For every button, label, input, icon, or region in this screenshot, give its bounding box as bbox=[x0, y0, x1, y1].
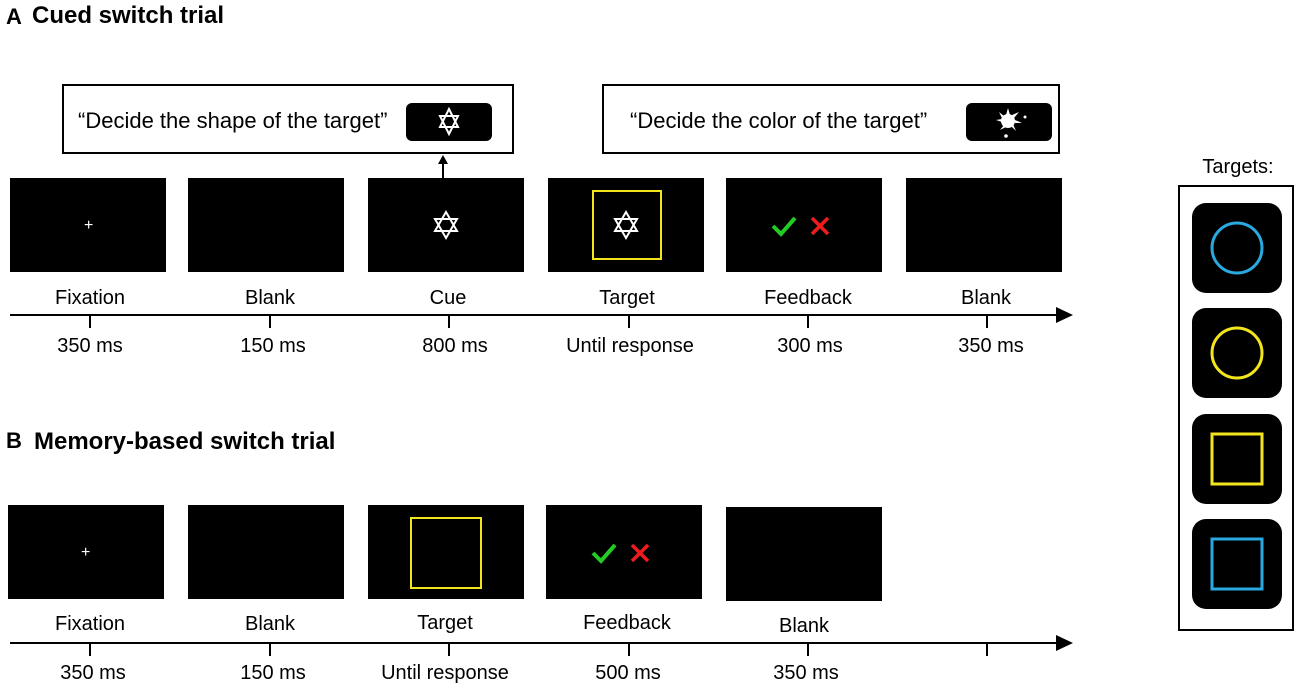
timeline-b-arrowhead bbox=[1056, 635, 1073, 651]
timeline-tick bbox=[807, 314, 809, 328]
timeline-tick bbox=[89, 314, 91, 328]
cue-color-text: “Decide the color of the target” bbox=[630, 108, 928, 133]
cross-icon bbox=[630, 543, 650, 563]
event-label: Cue bbox=[429, 287, 467, 309]
duration-label: 150 ms bbox=[240, 662, 306, 684]
cue-shape-text: “Decide the shape of the target” bbox=[78, 108, 388, 133]
fixation-cross-icon: + bbox=[84, 217, 94, 234]
target-blue-circle bbox=[1192, 203, 1282, 293]
event-label: Blank bbox=[244, 613, 296, 635]
screen-b-target bbox=[368, 505, 524, 599]
duration-label: 350 ms bbox=[57, 335, 123, 357]
check-icon bbox=[591, 543, 617, 564]
screen-a-fixation: + bbox=[10, 178, 166, 272]
event-label: Blank bbox=[960, 287, 1012, 309]
event-label: Blank bbox=[778, 615, 830, 637]
timeline-tick bbox=[448, 314, 450, 328]
timeline-tick bbox=[628, 314, 630, 328]
event-label: Target bbox=[417, 612, 473, 634]
screen-b-blank-1 bbox=[188, 505, 344, 599]
targets-panel bbox=[1178, 185, 1294, 631]
event-label: Feedback bbox=[764, 287, 852, 309]
target-square-frame bbox=[410, 517, 482, 589]
duration-label: 150 ms bbox=[240, 335, 306, 357]
timeline-tick bbox=[89, 642, 91, 656]
cross-icon bbox=[810, 216, 830, 236]
panel-b-letter: B bbox=[6, 428, 22, 453]
timeline-tick bbox=[807, 642, 809, 656]
cue-arrow bbox=[438, 155, 448, 181]
duration-label: 300 ms bbox=[777, 335, 843, 357]
screen-a-blank-2 bbox=[906, 178, 1062, 272]
screen-a-blank-1 bbox=[188, 178, 344, 272]
event-label: Fixation bbox=[54, 613, 126, 635]
screen-a-target bbox=[548, 178, 704, 272]
fixation-cross-icon: + bbox=[81, 544, 91, 561]
screen-a-feedback bbox=[726, 178, 882, 272]
timeline-b-axis bbox=[10, 642, 1060, 644]
duration-label: 350 ms bbox=[60, 662, 126, 684]
duration-label: 800 ms bbox=[422, 335, 488, 357]
timeline-a-arrowhead bbox=[1056, 307, 1073, 323]
timeline-tick bbox=[448, 642, 450, 656]
event-label: Blank bbox=[244, 287, 296, 309]
screen-b-feedback bbox=[546, 505, 702, 599]
timeline-tick bbox=[269, 314, 271, 328]
paint-splat-icon bbox=[966, 103, 1052, 141]
targets-title: Targets: bbox=[1202, 156, 1274, 178]
cue-shape-box: “Decide the shape of the target” bbox=[62, 84, 514, 154]
cue-color-box: “Decide the color of the target” bbox=[602, 84, 1060, 154]
hexagram-icon bbox=[406, 103, 492, 141]
panel-a-title: Cued switch trial bbox=[32, 2, 225, 29]
screen-b-blank-2 bbox=[726, 507, 882, 601]
duration-label: 350 ms bbox=[958, 335, 1024, 357]
timeline-tick bbox=[986, 642, 988, 656]
timeline-tick bbox=[269, 642, 271, 656]
timeline-tick bbox=[628, 642, 630, 656]
duration-label: 350 ms bbox=[773, 662, 839, 684]
hexagram-icon bbox=[433, 210, 459, 240]
check-icon bbox=[771, 216, 797, 237]
panel-a-letter: A bbox=[6, 4, 22, 29]
target-blue-square bbox=[1192, 519, 1282, 609]
screen-b-fixation: + bbox=[8, 505, 164, 599]
target-square-frame bbox=[592, 190, 662, 260]
event-label: Fixation bbox=[54, 287, 126, 309]
timeline-tick bbox=[986, 314, 988, 328]
event-label: Target bbox=[599, 287, 655, 309]
target-yellow-square bbox=[1192, 414, 1282, 504]
screen-a-cue bbox=[368, 178, 524, 272]
target-yellow-circle bbox=[1192, 308, 1282, 398]
duration-label: Until response bbox=[381, 662, 509, 684]
hexagram-icon bbox=[613, 210, 639, 240]
event-label: Feedback bbox=[583, 612, 671, 634]
duration-label: 500 ms bbox=[595, 662, 661, 684]
timeline-a-axis bbox=[10, 314, 1060, 316]
duration-label: Until response bbox=[566, 335, 694, 357]
panel-b-title: Memory-based switch trial bbox=[34, 428, 336, 455]
